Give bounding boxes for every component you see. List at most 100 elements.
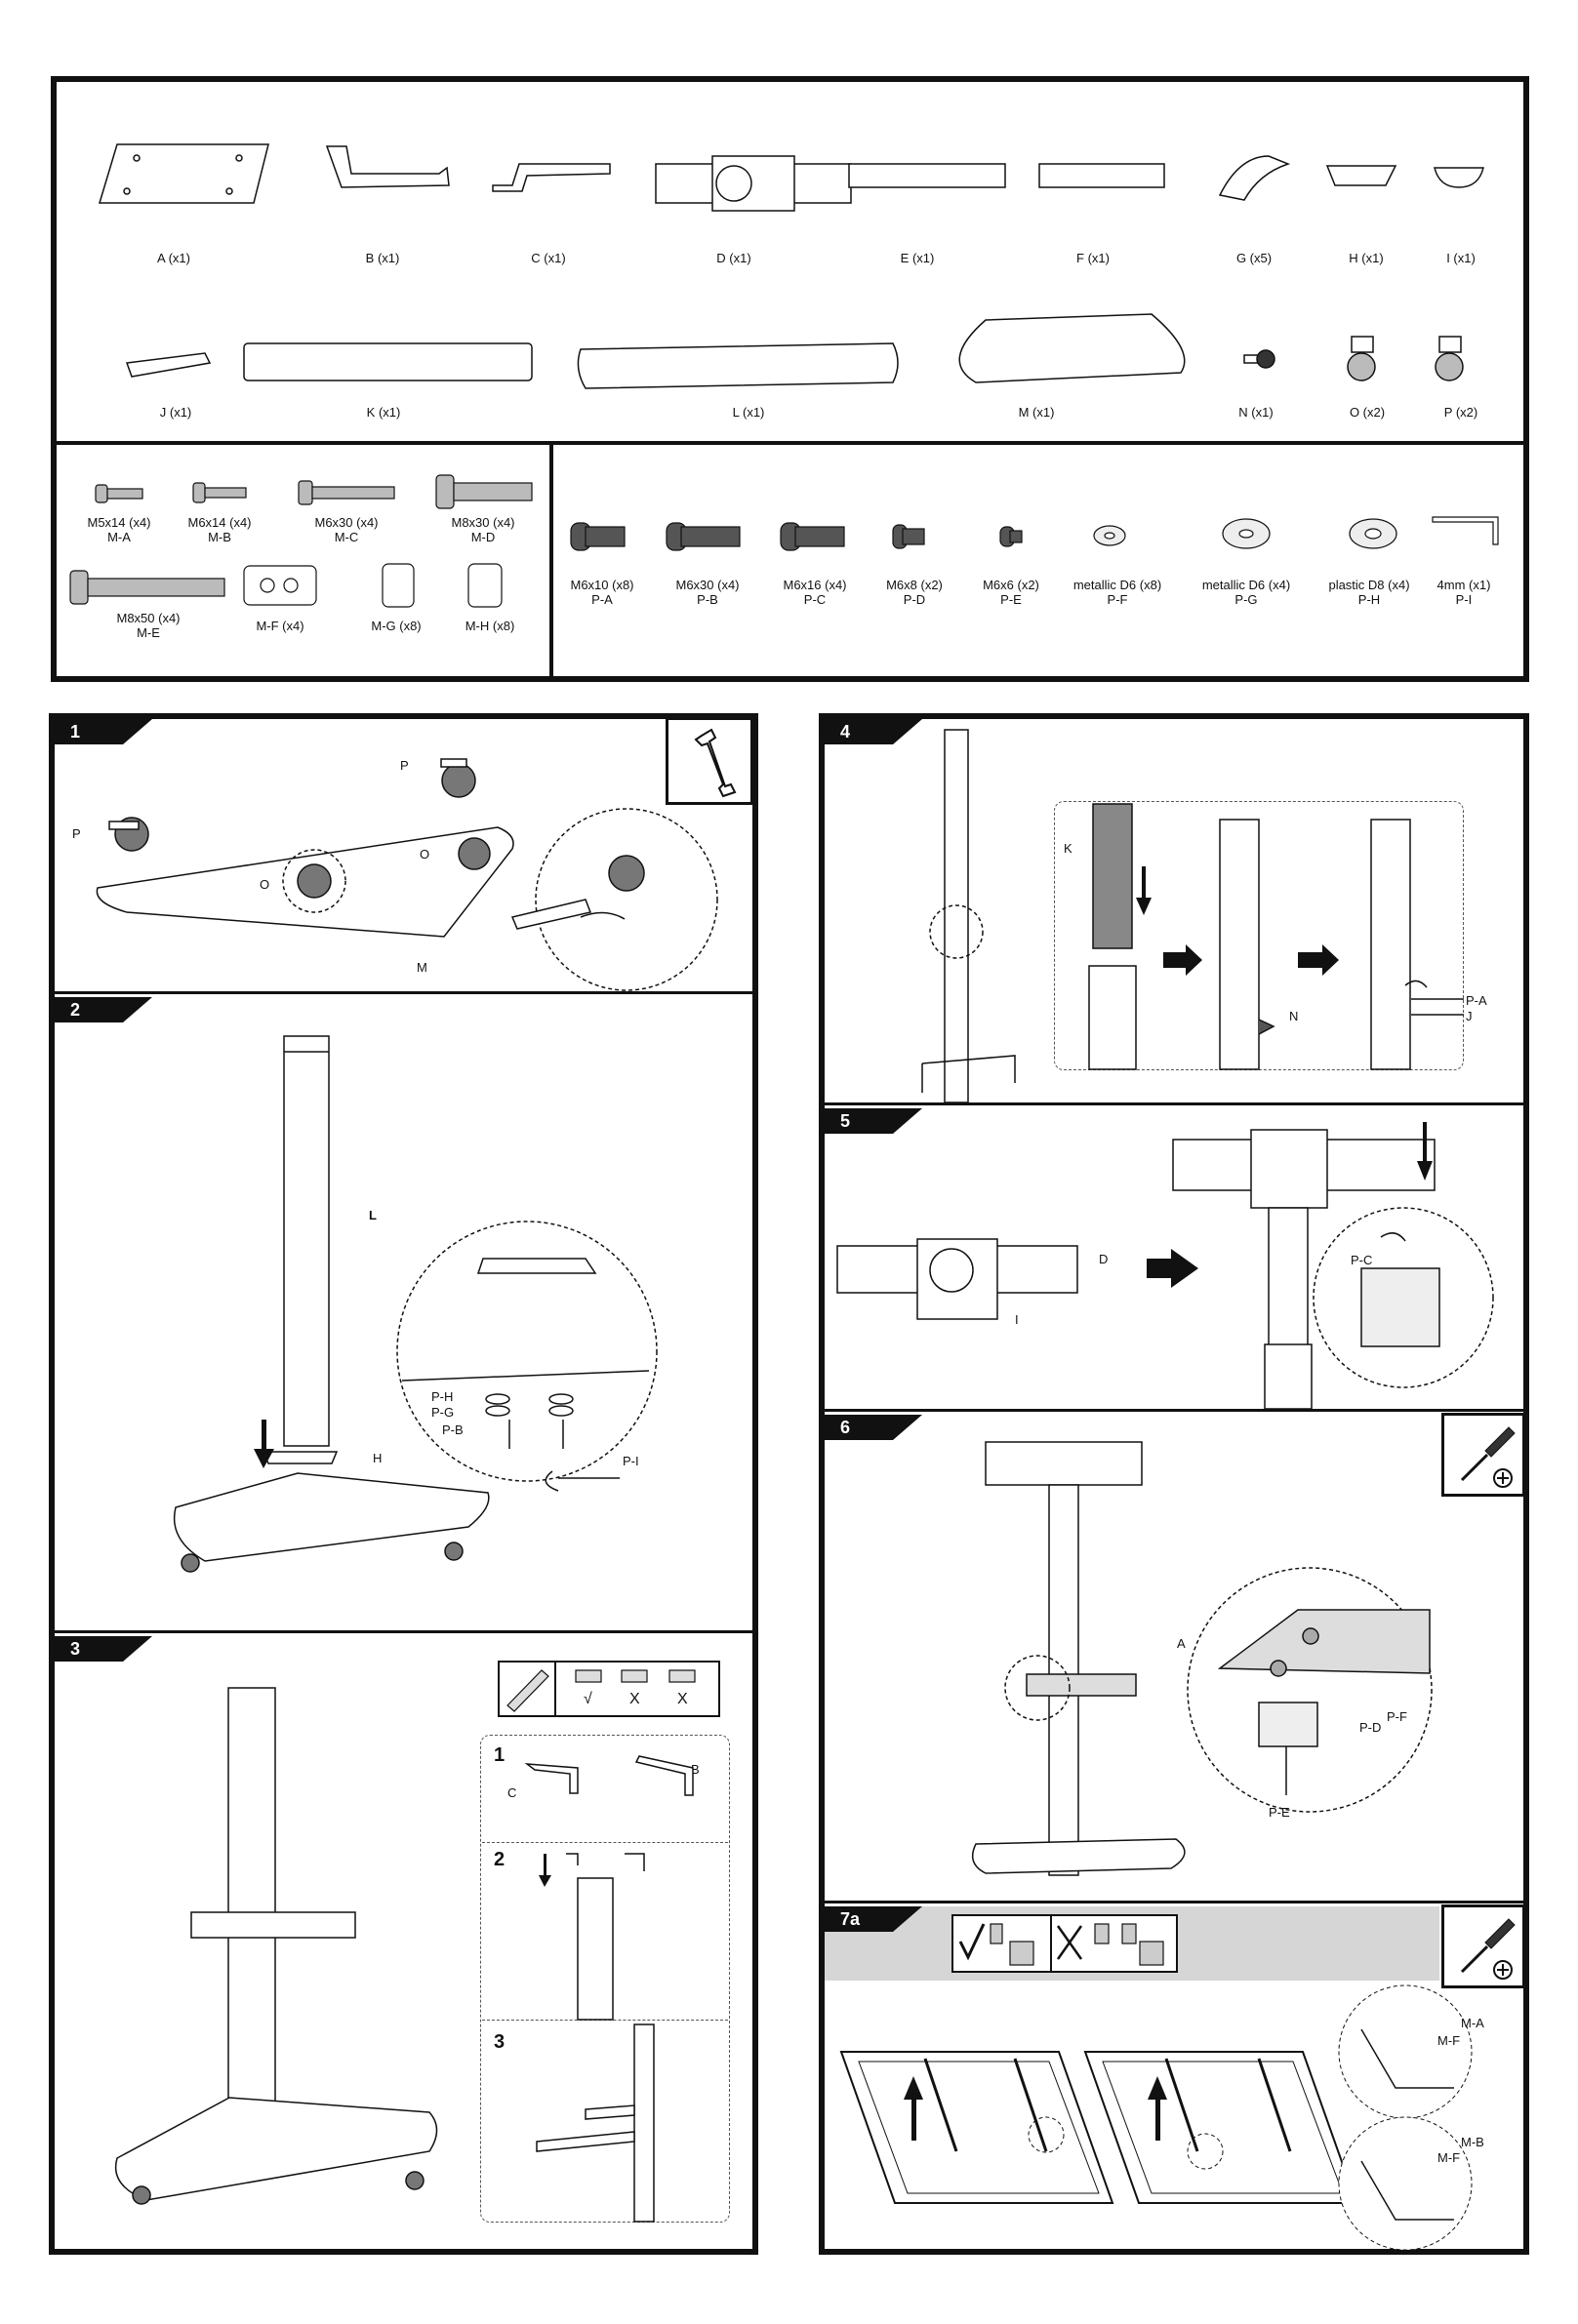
hardware-p-e: M6x6 (x2)P-E — [983, 578, 1039, 607]
parts-panel — [51, 76, 1529, 682]
step6-callout-p-f: P-F — [1387, 1709, 1407, 1724]
step6-tool-box — [1441, 1413, 1525, 1497]
step7a-tv-left — [839, 2051, 1114, 2204]
part-label-o: O (x2) — [1349, 405, 1386, 420]
part-f-rail — [1038, 163, 1165, 188]
divider-step5-6 — [825, 1409, 1523, 1412]
part-label-a: A (x1) — [157, 251, 190, 265]
part-e-rail — [848, 163, 1006, 188]
check-icon — [958, 1923, 986, 1961]
step3-sub-divider1 — [482, 1842, 728, 1844]
step1-callout-o1: O — [260, 877, 270, 892]
step4-part-k — [1092, 803, 1133, 949]
step3-brackets — [190, 1911, 356, 1939]
step7a-callout-m-b: M-B — [1461, 2135, 1484, 2149]
step3-sub1-num: 1 — [494, 1744, 506, 1766]
step6-callout-p-d: P-D — [1359, 1720, 1382, 1735]
step4-column — [944, 729, 969, 1103]
step6-tv-plate — [985, 1441, 1143, 1486]
step3-cross-mark-1: X — [629, 1691, 640, 1707]
hardware-m-f: M-F (x4) — [256, 619, 304, 633]
part-b-bracket — [325, 145, 450, 188]
part-h-cover — [1325, 165, 1397, 186]
right-steps-panel — [819, 713, 1529, 2255]
step2-callout-p-i: P-I — [623, 1454, 639, 1468]
step1-callout-p2: P — [400, 758, 409, 773]
step4-callout-k: K — [1064, 841, 1072, 856]
step7a-callout-m-a: M-A — [1461, 2016, 1484, 2030]
step4-callout-n: N — [1289, 1009, 1299, 1023]
parts-row1-drawings — [98, 143, 1484, 212]
step3-panel-guide — [498, 1661, 720, 1717]
part-i-cover — [1434, 167, 1484, 188]
part-label-k: K (x1) — [366, 405, 401, 420]
wrench-icon — [694, 728, 737, 798]
step5-drawing — [836, 1122, 1494, 1410]
part-label-j: J (x1) — [159, 405, 192, 420]
step2-base — [173, 1472, 490, 1562]
step2-drawing — [173, 1035, 658, 1573]
step3-guide-drawing — [506, 1669, 696, 1712]
hardware-p-i: 4mm (x1)P-I — [1436, 578, 1491, 607]
hardware-m-a: M5x14 (x4)M-A — [87, 515, 151, 544]
divider-step4-5 — [825, 1102, 1523, 1105]
part-label-f: F (x1) — [1076, 251, 1110, 265]
hardware-m-h: M-H (x8) — [465, 619, 515, 633]
step3-drawing — [114, 1687, 694, 2223]
step7a-callout-m-f2: M-F — [1437, 2150, 1461, 2165]
step5-callout-i: I — [1015, 1312, 1019, 1327]
part-label-g: G (x5) — [1235, 251, 1273, 265]
step1-callout-m: M — [417, 960, 427, 975]
cross-icon — [1056, 1925, 1083, 1960]
step7a-guide-drawing — [958, 1923, 1164, 1966]
part-g-clip — [1218, 155, 1291, 201]
hardware-m-b: M6x14 (x4)M-B — [187, 515, 252, 544]
part-label-n: N (x1) — [1238, 405, 1274, 420]
step6-callout-a: A — [1177, 1636, 1186, 1651]
hardware-m-c: M6x30 (x4)M-C — [314, 515, 379, 544]
part-label-c: C (x1) — [531, 251, 566, 265]
step1-tool-box — [666, 717, 753, 805]
divider-step2-3 — [55, 1630, 752, 1633]
step3-callout-b: B — [691, 1762, 700, 1777]
step7a-header: 7a — [825, 1906, 922, 1932]
step7a-callout-m-f1: M-F — [1437, 2033, 1461, 2048]
step2-callout-h: H — [373, 1451, 383, 1465]
step1-callout-o2: O — [420, 847, 430, 861]
step3-substeps-box — [480, 1735, 730, 2223]
part-label-p: P (x2) — [1443, 405, 1478, 420]
part-m-base — [958, 313, 1186, 383]
step3-check-mark: √ — [584, 1691, 592, 1707]
screwdriver-icon — [1460, 1918, 1516, 1980]
step4-callout-j: J — [1466, 1009, 1473, 1023]
part-label-h: H (x1) — [1349, 251, 1384, 265]
step1-drawing — [96, 758, 718, 991]
step6-callout-p-e: P-E — [1269, 1805, 1290, 1820]
step7a-guide-divider — [1050, 1914, 1052, 1973]
step2-callout-p-h: P-H — [431, 1389, 454, 1404]
step3-callout-c: C — [507, 1785, 517, 1800]
part-o-caster — [1347, 352, 1376, 381]
part-label-b: B (x1) — [365, 251, 400, 265]
hardware-p-h: plastic D8 (x4)P-H — [1328, 578, 1410, 607]
step2-column-l — [283, 1035, 330, 1447]
step2-callout-l: L — [369, 1208, 377, 1222]
hardware-p-b: M6x30 (x4)P-B — [675, 578, 740, 607]
part-label-e: E (x1) — [900, 251, 935, 265]
step3-guide-divider — [554, 1661, 556, 1717]
divider-step6-7 — [825, 1901, 1523, 1903]
step1-callout-p1: P — [72, 826, 81, 841]
step6-header: 6 — [825, 1415, 922, 1440]
hardware-m-d: M8x30 (x4)M-D — [451, 515, 515, 544]
left-steps-panel — [49, 713, 758, 2255]
step5-callout-d: D — [1099, 1252, 1109, 1266]
hardware-p-c: M6x16 (x4)P-C — [783, 578, 847, 607]
part-label-d: D (x1) — [716, 251, 751, 265]
screwdriver-icon — [1460, 1426, 1516, 1488]
step3-column — [227, 1687, 276, 2118]
parts-divider-h — [57, 441, 1523, 445]
step5-header: 5 — [825, 1108, 922, 1134]
divider-step1-2 — [55, 991, 752, 994]
hardware-drawings — [69, 474, 1499, 608]
part-a-plate — [98, 143, 269, 204]
